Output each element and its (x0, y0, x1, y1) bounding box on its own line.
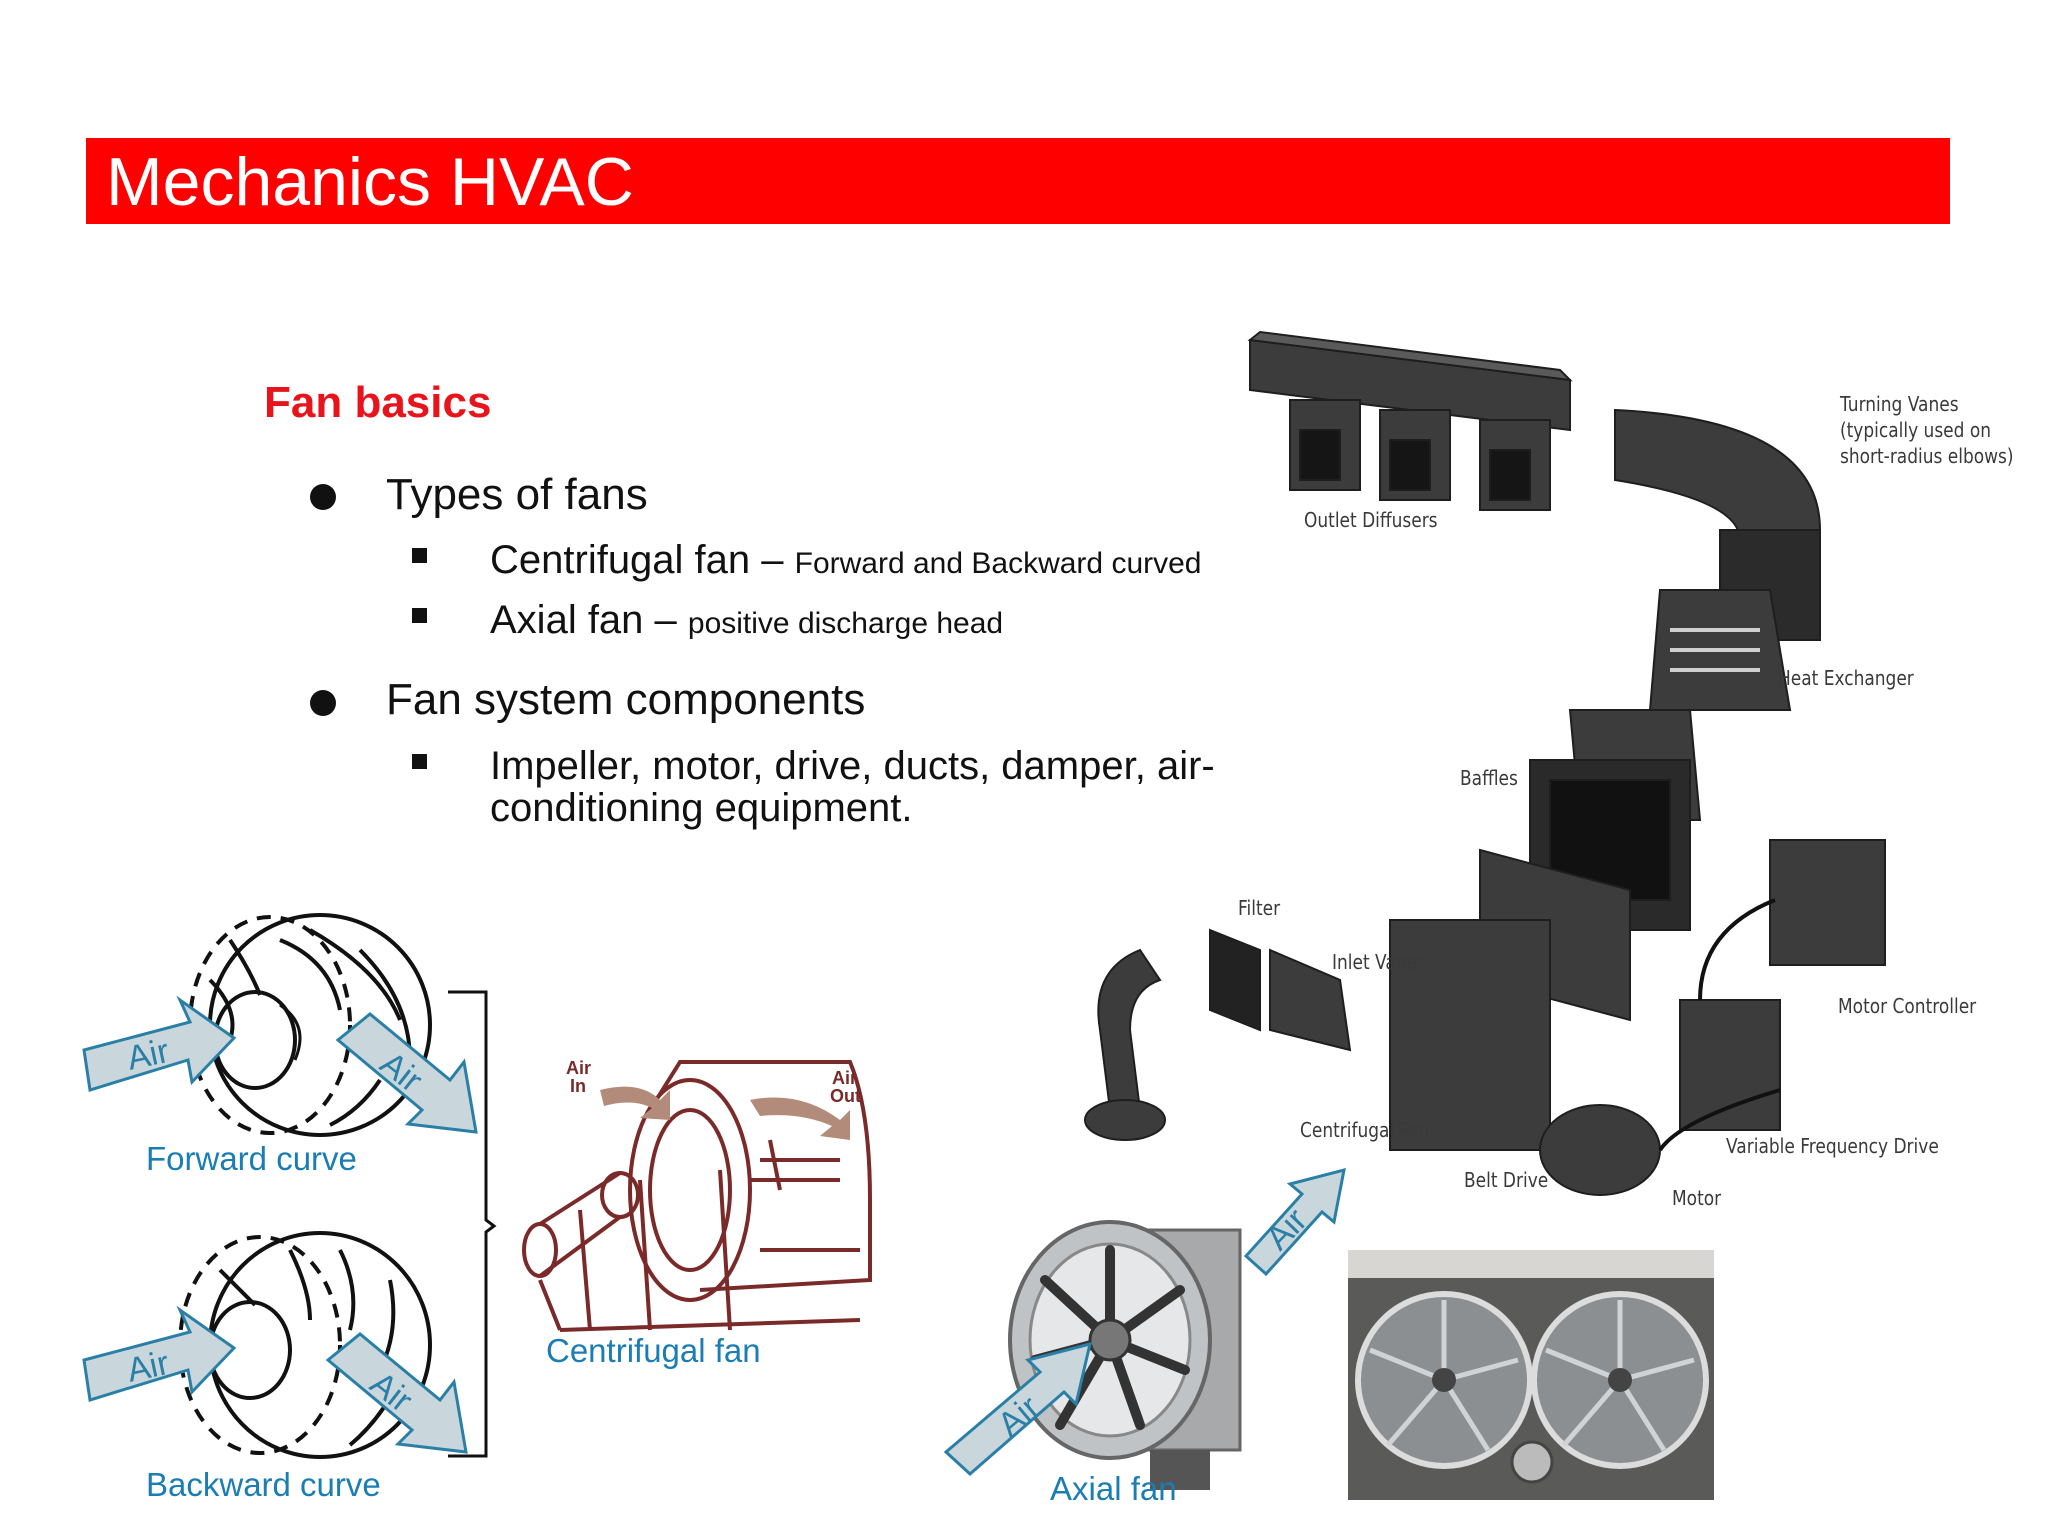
title-bar (86, 138, 1950, 224)
slide-title: Mechanics HVAC (106, 144, 634, 220)
square-bullet-icon (412, 754, 427, 769)
bullet-fan-system-components: Fan system components (386, 675, 866, 724)
air-label: Air (124, 1032, 173, 1078)
centrifugal-fan-drawing: Air In Air Out (522, 1058, 872, 1332)
square-bullet-icon (412, 608, 427, 623)
axial-fan-drawing (1008, 1220, 1242, 1490)
sub-bullet-axial: Axial fan – positive discharge head (490, 598, 1004, 642)
air-label: Air (124, 1344, 173, 1390)
bullet-dot-icon (310, 484, 336, 510)
air-out-arrow-forward: Air (335, 1012, 478, 1134)
hvac-fan-system-illustration (1084, 330, 1886, 1196)
backward-curve-caption: Backward curve (146, 1466, 381, 1503)
bullet-types-of-fans: Types of fans (386, 470, 648, 519)
bracket (448, 990, 497, 1458)
label-turning-vanes-note: short-radius elbows) (1840, 444, 2014, 468)
axial-fan-caption: Axial fan (1050, 1470, 1177, 1507)
air-in-arrow-backward: Air (82, 1305, 237, 1402)
twin-axial-fans-photo (1348, 1250, 1714, 1500)
centrifugal-fan-caption: Centrifugal fan (546, 1332, 761, 1369)
bullet-dot-icon (310, 690, 336, 716)
sub-bullet-components-line1: Impeller, motor, drive, ducts, damper, a… (490, 744, 1215, 788)
label-centrifugal-fan: Centrifugal Fan (1300, 1118, 1429, 1142)
label-turning-vanes: Turning Vanes (1840, 392, 1959, 416)
air-out-arrow-backward: Air (325, 1332, 468, 1454)
air-out-label: Out (830, 1086, 861, 1106)
label-outlet-diffusers: Outlet Diffusers (1304, 508, 1438, 532)
label-turning-vanes-note: (typically used on (1840, 418, 1992, 442)
label-motor: Motor (1672, 1186, 1722, 1210)
forward-curve-caption: Forward curve (146, 1140, 357, 1177)
air-in-arrow-axial: Air (943, 1341, 1093, 1477)
label-filter: Filter (1238, 896, 1281, 920)
label-baffles: Baffles (1460, 766, 1518, 790)
sub-bullet-centrifugal: Centrifugal fan – Forward and Backward c… (490, 538, 1202, 582)
air-in-label: In (570, 1076, 586, 1096)
square-bullet-icon (412, 548, 427, 563)
air-in-arrow-forward: Air (82, 995, 237, 1092)
label-belt-drive: Belt Drive (1464, 1168, 1549, 1192)
label-variable-frequency-drive: Variable Frequency Drive (1726, 1134, 1939, 1158)
air-out-label: Air (832, 1068, 857, 1088)
label-inlet-vanes: Inlet Vanes (1332, 950, 1426, 974)
sub-bullet-components-line2: conditioning equipment. (490, 786, 913, 830)
section-heading: Fan basics (264, 378, 492, 427)
air-in-label: Air (566, 1058, 591, 1078)
label-heat-exchanger: Heat Exchanger (1778, 666, 1914, 690)
label-motor-controller: Motor Controller (1838, 994, 1977, 1018)
air-out-arrow-axial: Air (1243, 1167, 1346, 1277)
